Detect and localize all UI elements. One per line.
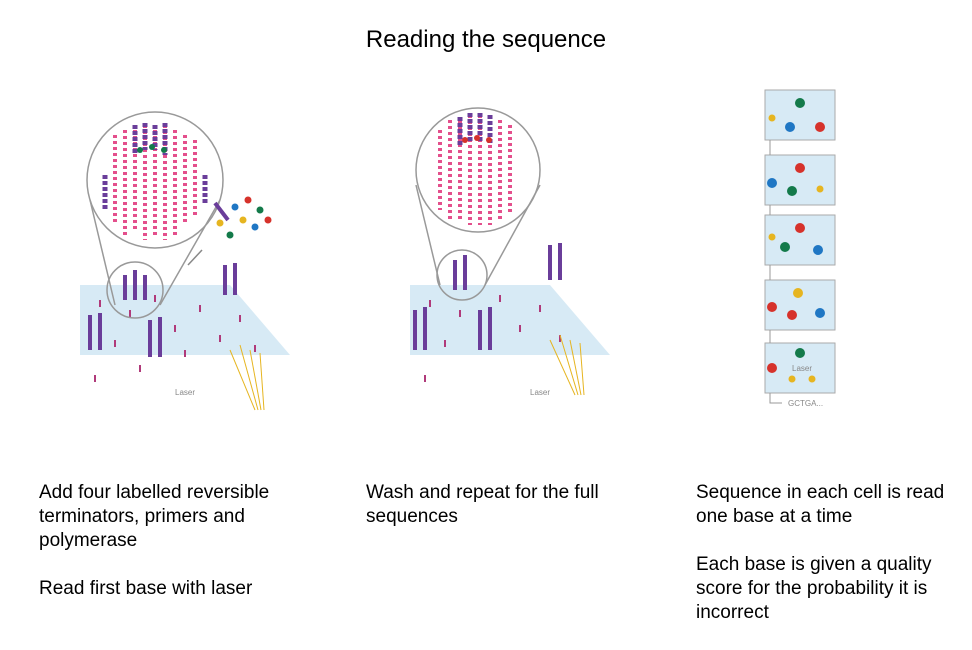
cycle-frame-5: Laser (764, 342, 836, 394)
caption-line: Read first base with laser (39, 578, 253, 599)
caption-step-1: Add four labelled reversible terminators… (39, 481, 339, 601)
cycle-frame-2 (764, 154, 836, 206)
laser-label: Laser (175, 388, 195, 397)
flow-cell-illustration-1: Laser (80, 111, 290, 411)
cycle-frame-1 (764, 89, 836, 141)
panel-add-terminators: Laser (80, 95, 290, 415)
panel-wash-repeat: Laser (410, 95, 610, 415)
flow-cell-illustration-2: Laser (410, 107, 610, 397)
panel-read-bases: Laser GCTGA... (680, 85, 865, 415)
caption-line: Sequence in each cell is read one base a… (696, 482, 945, 527)
caption-step-2: Wash and repeat for the full sequences (366, 481, 666, 529)
laser-label: Laser (530, 388, 550, 397)
laser-label: Laser (792, 364, 812, 373)
cycle-frame-4 (764, 279, 836, 331)
cluster-circle (106, 261, 164, 319)
flow-cell-slide (80, 285, 290, 355)
laser-beam (549, 334, 585, 396)
cycle-arrows (769, 140, 782, 404)
page-title: Reading the sequence (365, 26, 607, 53)
caption-line: Each base is given a quality score for t… (696, 554, 932, 623)
sequencing-cycles-illustration: Laser GCTGA... (764, 89, 836, 408)
laser-beam (229, 344, 265, 411)
sequence-output: GCTGA... (788, 399, 823, 408)
caption-step-3: Sequence in each cell is read one base a… (696, 481, 966, 625)
cycle-frame-3 (764, 214, 836, 266)
labelled-terminators (213, 196, 272, 239)
caption-line: Wash and repeat for the full sequences (366, 482, 599, 527)
cluster-circle (436, 249, 488, 301)
caption-line: Add four labelled reversible terminators… (39, 482, 270, 551)
